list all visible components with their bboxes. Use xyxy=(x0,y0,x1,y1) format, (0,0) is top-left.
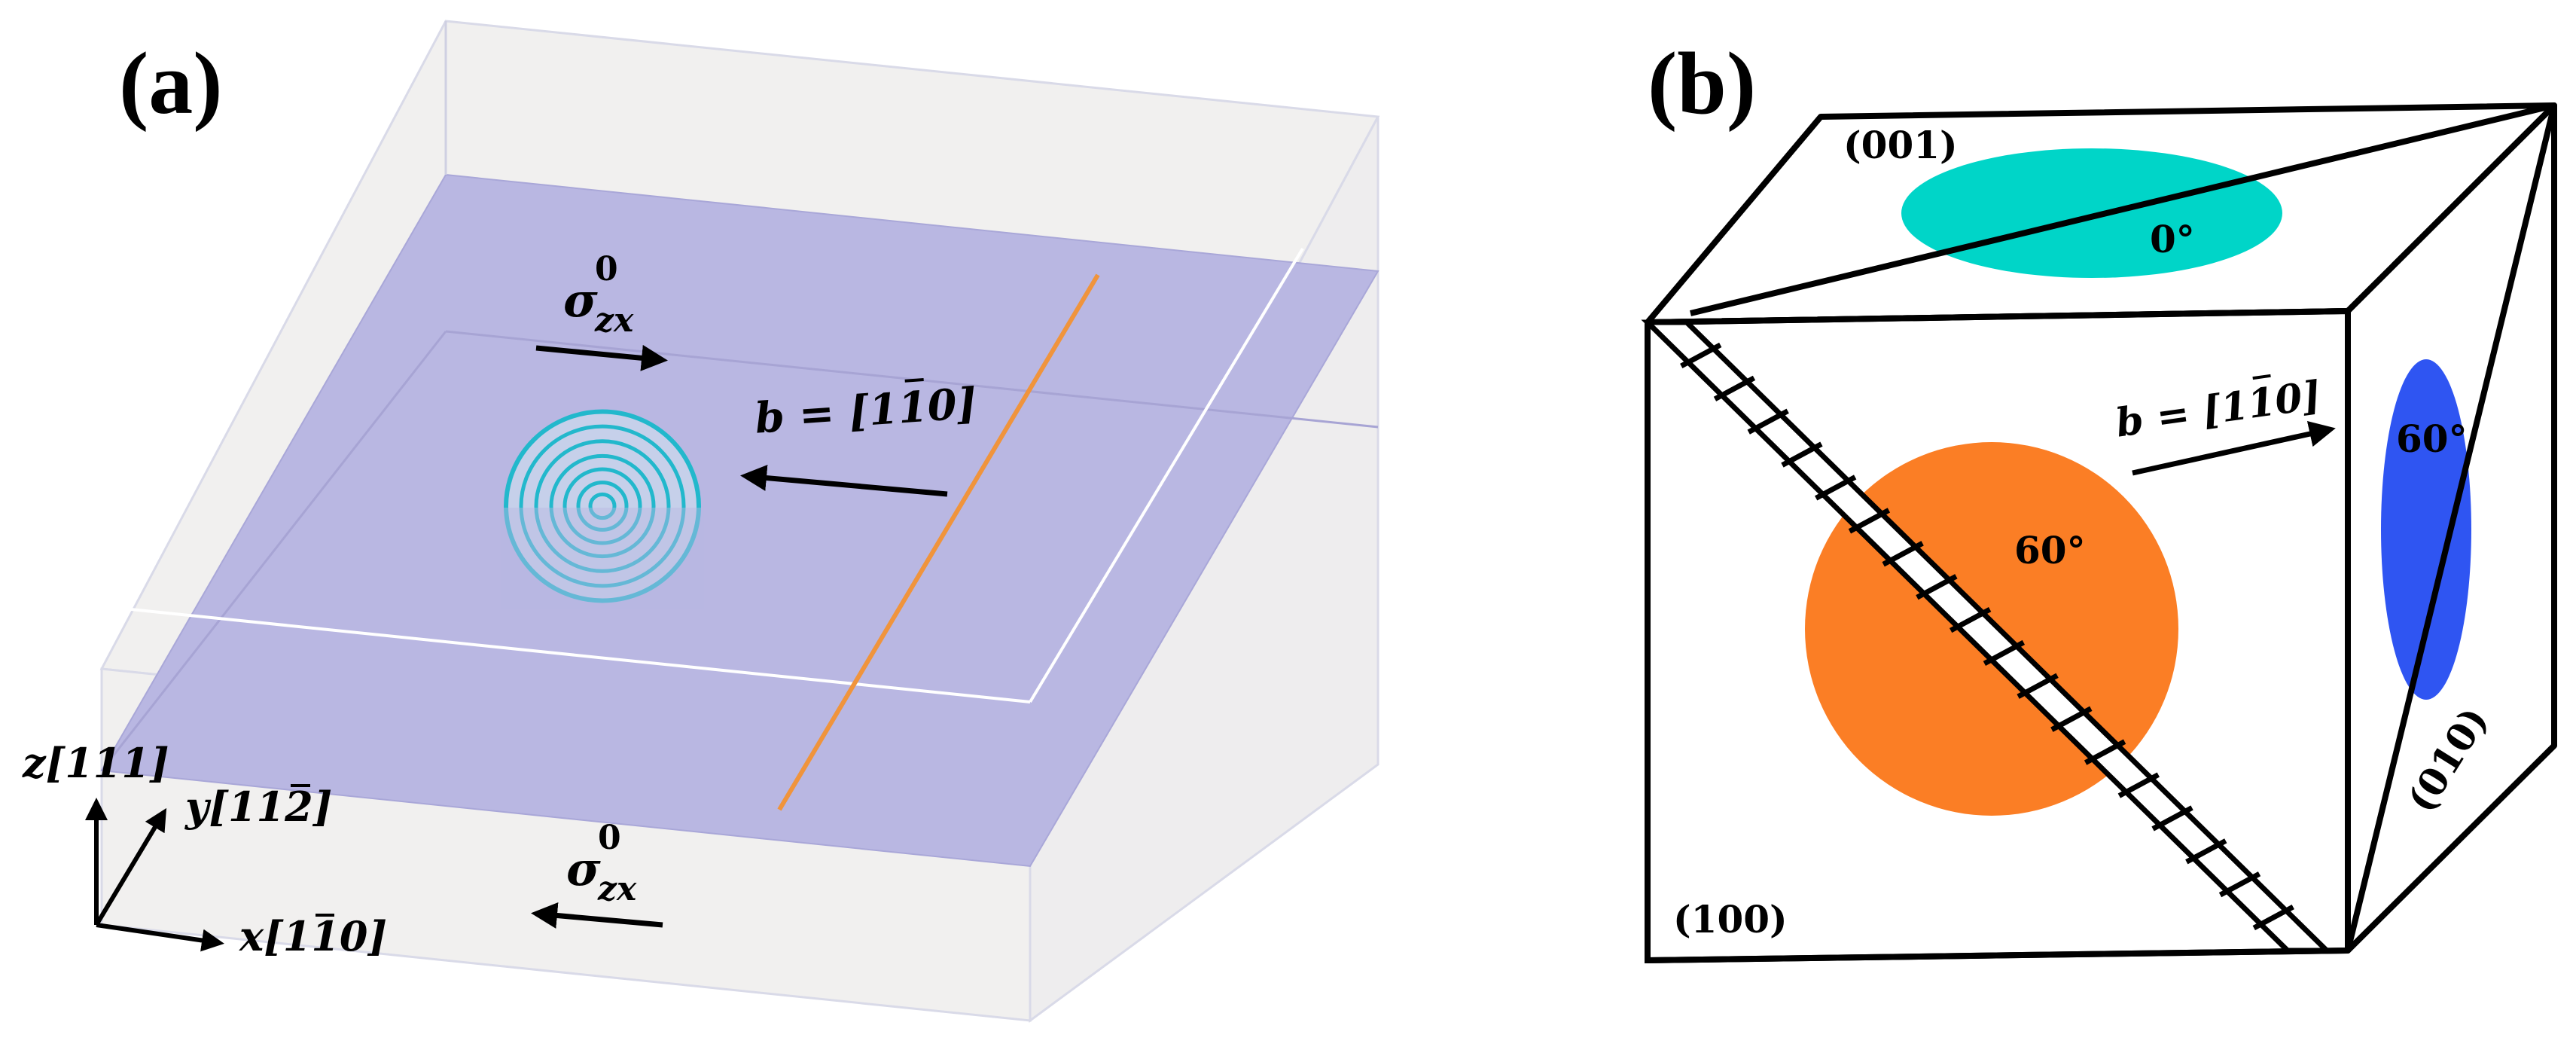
loop-ring xyxy=(588,492,617,520)
y-axis-label: y[112] xyxy=(184,783,332,831)
hatch-line xyxy=(2151,805,2193,832)
cube-edge xyxy=(1647,307,2351,951)
stress-top-label: σ 0 zx xyxy=(563,250,634,340)
panel-b-label: (b) xyxy=(1648,34,1756,133)
svg-text:0: 0 xyxy=(598,819,621,857)
angle-label-right: 60° xyxy=(2396,417,2468,461)
hatch-line xyxy=(2017,673,2059,699)
hatch-line xyxy=(2252,905,2294,931)
x-axis-arrow xyxy=(96,923,224,952)
right-face-ellipse xyxy=(2381,359,2471,700)
z-axis-label: z[111] xyxy=(22,739,169,787)
hatch-line xyxy=(2084,739,2126,765)
slip-plane-edge xyxy=(1690,102,2555,316)
slip-plane-hatched-band xyxy=(1641,319,2334,954)
hatch-line xyxy=(1680,342,1722,368)
angle-label-front: 60° xyxy=(2014,528,2086,572)
burgers-vector-label-a: b = [110] xyxy=(753,378,978,444)
hatch-line xyxy=(2185,838,2227,865)
angle-label-top: 0° xyxy=(2150,217,2195,261)
svg-text:b = [110]: b = [110] xyxy=(753,378,978,443)
svg-text:zx: zx xyxy=(594,301,634,340)
hatch-line xyxy=(2050,706,2093,732)
hatch-line xyxy=(1781,441,1823,468)
loop-ring xyxy=(534,439,671,573)
hatch-line xyxy=(1815,475,1857,501)
stress-bottom-arrow xyxy=(531,902,663,929)
hatch-line xyxy=(1882,541,1924,567)
burgers-arrow-a xyxy=(740,465,948,497)
dislocation-line xyxy=(777,273,1100,811)
svg-text:σ: σ xyxy=(566,841,601,896)
loop-ring xyxy=(576,481,629,532)
box-inner-edge xyxy=(100,331,447,771)
hatch-line xyxy=(1713,375,1756,401)
loop-ring xyxy=(519,424,686,588)
loop-ring xyxy=(549,453,656,559)
slip-plane-edge xyxy=(2345,105,2557,951)
hatch-line xyxy=(1983,639,2026,667)
panel-a-label: (a) xyxy=(119,34,223,133)
coordinate-axes: z[111] y[112] x[110] xyxy=(22,739,387,960)
hatch-line xyxy=(1916,574,1958,600)
y-axis-arrow xyxy=(94,807,167,926)
stress-top-arrow xyxy=(535,344,668,371)
face-label-top: (001) xyxy=(1843,123,1958,167)
box-side-edge xyxy=(1029,247,1304,703)
hatch-line xyxy=(2117,772,2160,798)
hatch-line xyxy=(2218,871,2261,898)
hatch-line xyxy=(1747,408,1789,435)
panel-a: (a) σ 0 zx b = [110] σ xyxy=(22,20,1380,1023)
dislocation-loop xyxy=(501,409,704,609)
box-front-top-edge xyxy=(101,605,1031,703)
svg-text:σ: σ xyxy=(563,273,598,328)
cube-edge xyxy=(1645,322,2349,964)
slip-plane xyxy=(100,173,1379,868)
panel-b: (b) (001) (100) (010) 0° 60° 60° b = [ xyxy=(1641,34,2557,964)
hatch-line xyxy=(1949,606,1992,633)
hatch-line xyxy=(1848,508,1891,534)
stress-bottom-label: σ 0 zx xyxy=(566,819,637,908)
burgers-arrow-b xyxy=(2132,420,2336,476)
x-axis-label: x[110] xyxy=(239,912,387,960)
top-face-ellipse xyxy=(1901,148,2282,278)
svg-text:zx: zx xyxy=(597,870,637,908)
loop-lower-half-shade xyxy=(501,508,704,609)
loop-ring xyxy=(562,467,642,545)
face-label-front: (100) xyxy=(1673,897,1788,941)
svg-text:0: 0 xyxy=(595,250,618,288)
